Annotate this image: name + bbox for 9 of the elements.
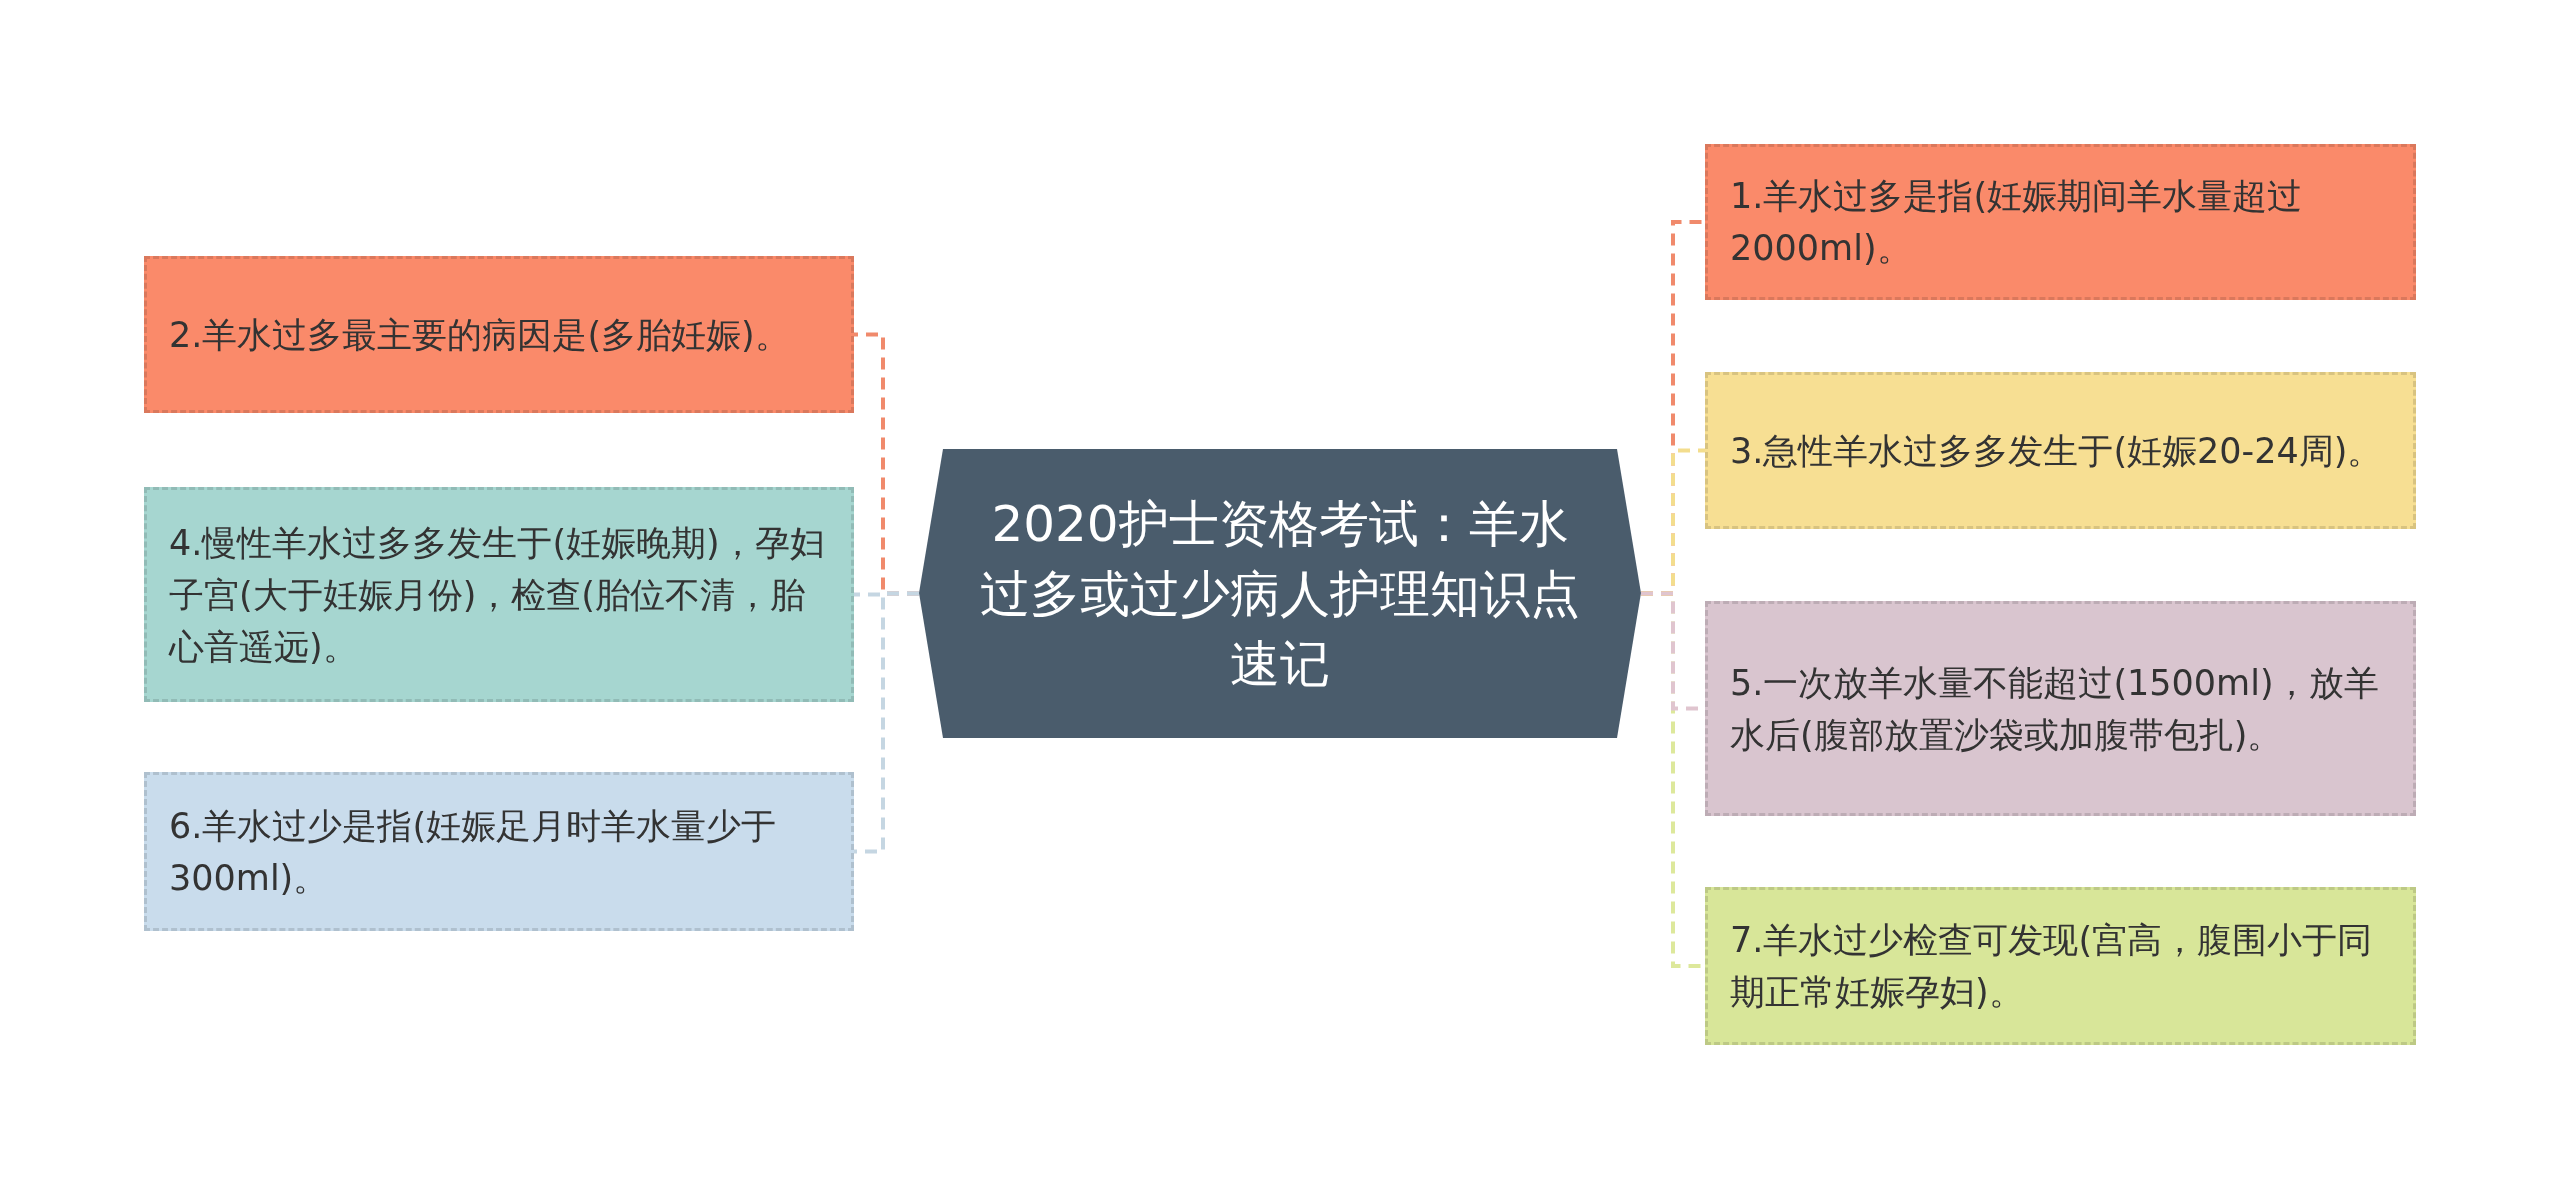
note-box: 3.急性羊水过多多发生于(妊娠20-24周)。 [1705,372,2416,529]
note-box: 4.慢性羊水过多多发生于(妊娠晚期)，孕妇子宫(大于妊娠月份)，检查(胎位不清，胎心音遥远)。 [144,487,854,702]
note-box: 7.羊水过少检查可发现(宫高，腹围小于同期正常妊娠孕妇)。 [1705,887,2416,1045]
note-box: 6.羊水过少是指(妊娠足月时羊水量少于300ml)。 [144,772,854,931]
connector-line [854,591,919,597]
note-box: 2.羊水过多最主要的病因是(多胎妊娠)。 [144,256,854,413]
note-box: 1.羊水过多是指(妊娠期间羊水量超过2000ml)。 [1705,144,2416,300]
note-box: 5.一次放羊水量不能超过(1500ml)，放羊水后(腹部放置沙袋或加腹带包扎)。 [1705,601,2416,816]
central-topic-hexagon: 2020护士资格考试：羊水过多或过少病人护理知识点速记 [919,449,1641,738]
